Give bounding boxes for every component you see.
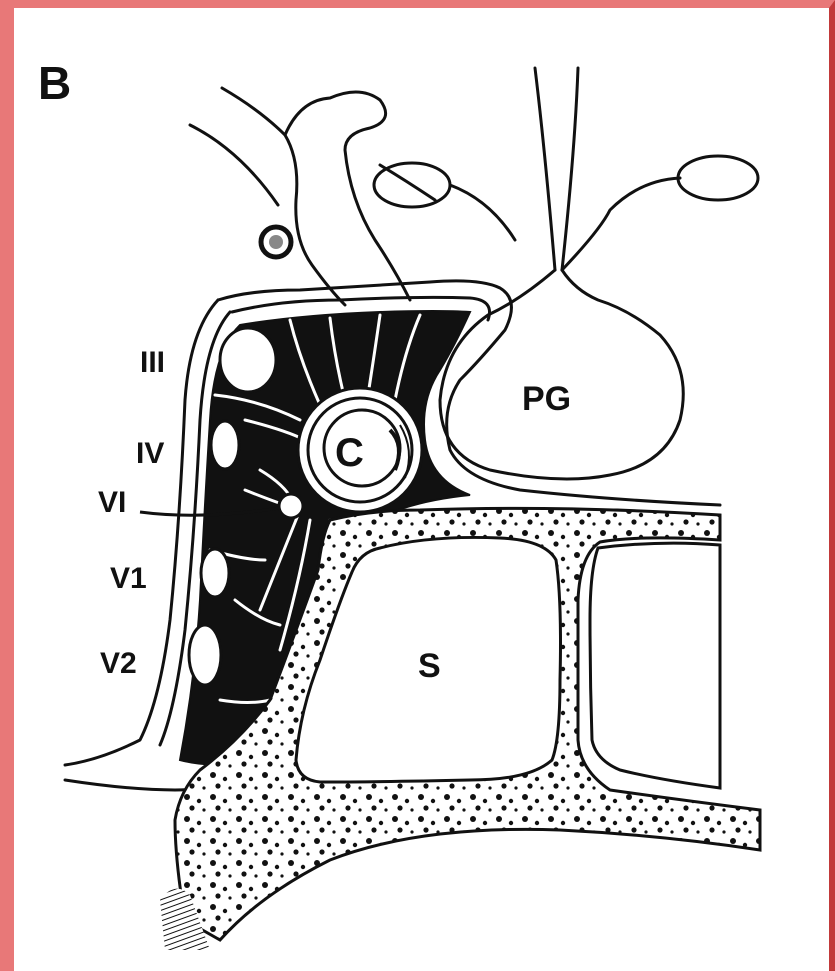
label-iv: IV — [136, 437, 164, 470]
upper-vessel-left-2 — [285, 135, 345, 305]
upper-vessel-left — [190, 125, 278, 205]
label-pg: PG — [522, 380, 571, 418]
label-v2: V2 — [100, 647, 137, 680]
label-s: S — [418, 647, 441, 685]
label-c: C — [335, 431, 364, 475]
nerve-iv — [211, 421, 239, 469]
pituitary-stalk-right — [562, 68, 578, 270]
nerve-iii — [220, 328, 276, 392]
nerve-vi — [279, 494, 303, 518]
label-iii: III — [140, 346, 165, 379]
upper-oval-2 — [678, 156, 758, 200]
label-v1: V1 — [110, 562, 147, 595]
nerve-v1 — [201, 549, 229, 597]
label-vi: VI — [98, 486, 126, 519]
nerve-v2 — [189, 625, 221, 685]
pituitary-gland — [440, 270, 683, 479]
right-sinus-compartment — [590, 543, 720, 788]
pituitary-stalk-left — [535, 68, 555, 270]
oculomotor-branch — [380, 165, 435, 200]
